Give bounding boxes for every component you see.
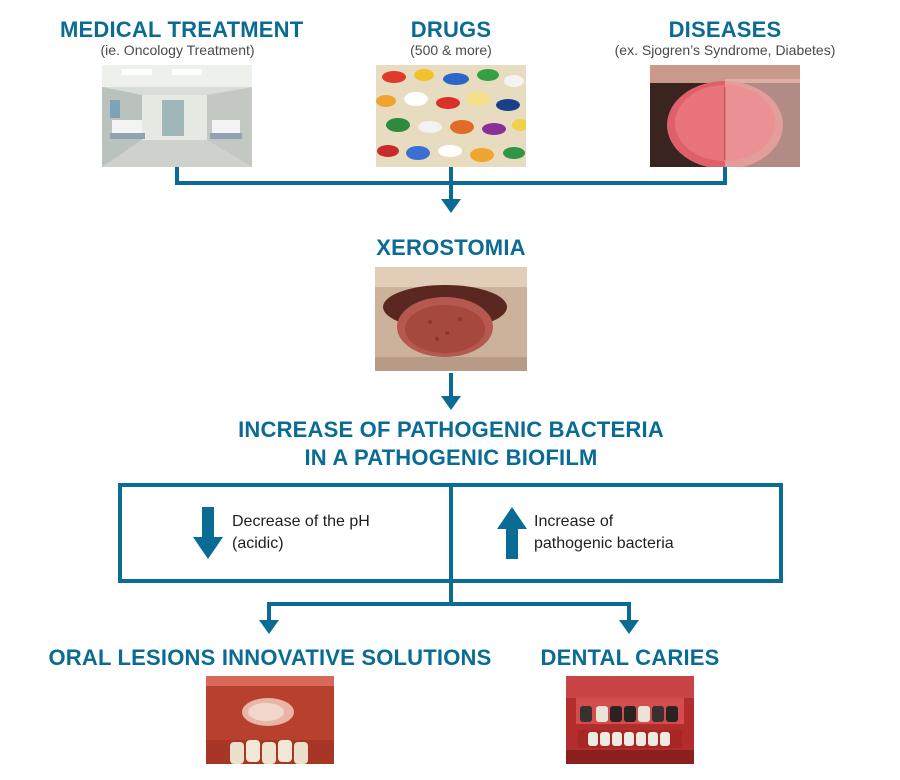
oral-lesion-photo [206,676,334,764]
arrow-down-icon [193,507,223,559]
dental-caries-photo [566,676,694,764]
diseases-subtitle: (ex. Sjogren’s Syndrome, Diabetes) [614,42,836,58]
bacteria-increase-line2: pathogenic bacteria [534,535,674,552]
ph-decrease-line1: Decrease of the pH [232,513,370,530]
bacteria-increase-line1: Increase of [534,513,614,530]
xerostomia-title: XEROSTOMIA [376,235,526,260]
arrow-down-icon [619,620,639,634]
ph-decrease-line2: (acidic) [232,535,284,552]
dental-caries-title: DENTAL CARIES [540,645,720,670]
arrow-down-icon [441,396,461,410]
pills-photo [376,65,526,167]
diseases-title: DISEASES [668,17,782,42]
bacteria-heading-line1: INCREASE OF PATHOGENIC BACTERIA [238,417,664,442]
medical-treatment-subtitle: (ie. Oncology Treatment) [100,42,255,58]
hospital-ward-photo [102,65,252,167]
drugs-subtitle: (500 & more) [410,42,492,58]
drugs-title: DRUGS [410,17,492,42]
bacteria-heading-line2: IN A PATHOGENIC BIOFILM [304,445,598,470]
oral-lesions-title: ORAL LESIONS INNOVATIVE SOLUTIONS [48,645,492,670]
arrow-down-icon [259,620,279,634]
arrow-up-icon [497,507,527,559]
dry-tongue-photo [375,267,527,371]
medical-treatment-title: MEDICAL TREATMENT [60,17,304,42]
arrow-down-icon [441,199,461,213]
tongue-comparison-photo [650,65,800,167]
